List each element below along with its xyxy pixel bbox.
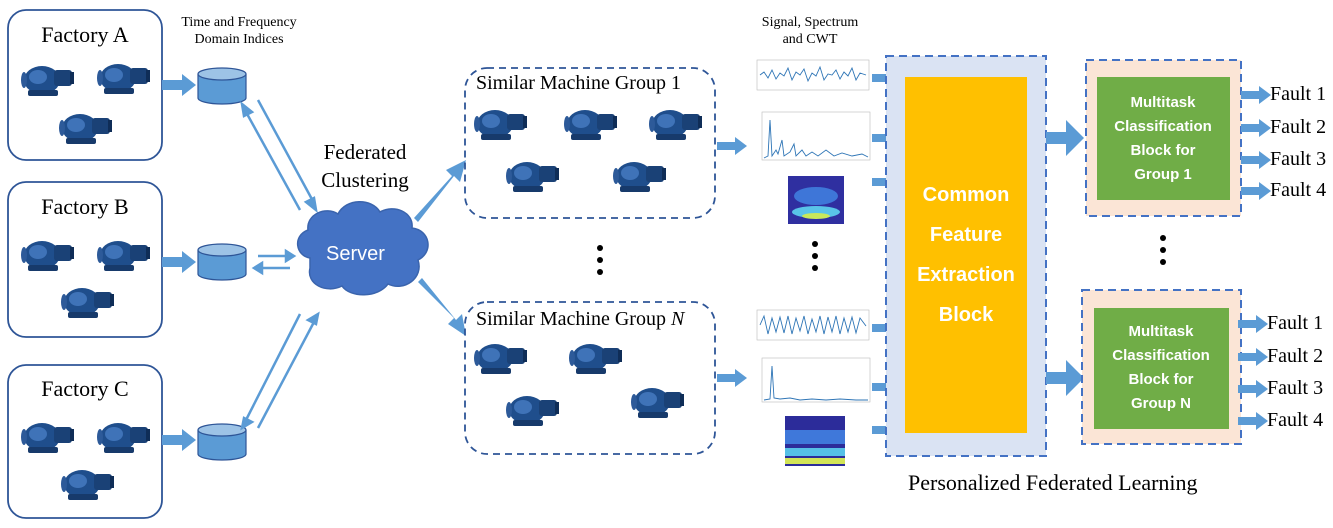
fault-label-n-1: Fault 1	[1267, 312, 1324, 334]
ellipsis-dots	[597, 235, 1166, 275]
factory-b-label: Factory B	[41, 194, 129, 219]
multitask-line: Multitask	[1130, 94, 1196, 111]
factory-a-label: Factory A	[41, 22, 129, 47]
multitask-1-label: Multitask Classification Block for Group…	[1090, 91, 1236, 187]
footer-label: Personalized Federated Learning	[908, 470, 1198, 495]
common-to-multitask-arrow	[1046, 120, 1084, 396]
multitask-n-label: Multitask Classification Block for Group…	[1088, 320, 1234, 416]
common-block-line: Common	[922, 184, 1010, 206]
server-to-group-arrows	[414, 160, 466, 336]
fault-label-1-2: Fault 2	[1270, 116, 1327, 138]
signal-plot-1	[756, 59, 870, 91]
group-1-label: Similar Machine Group 1	[476, 72, 681, 94]
signal-plot-n	[756, 309, 870, 341]
common-block-line: Extraction	[917, 264, 1015, 286]
factory-to-db-arrow	[162, 74, 196, 451]
multitask-line: Block for	[1128, 371, 1194, 388]
pump-icon	[474, 110, 702, 426]
common-feature-extraction-block	[905, 77, 1027, 433]
spectrum-plot-n	[761, 357, 871, 403]
spectrum-plot-1	[761, 111, 871, 161]
factory-c-label: Factory C	[41, 376, 129, 401]
database-icon	[197, 67, 247, 461]
fault-label-1-1: Fault 1	[1270, 83, 1327, 105]
cwt-plot-n	[785, 416, 845, 466]
group-n-label-text: Similar Machine Group	[476, 308, 671, 330]
multitask-block-group-1	[1097, 77, 1230, 200]
indices-caption: Time and Frequency Domain Indices	[164, 14, 314, 48]
indices-caption-line: Time and Frequency	[181, 15, 297, 30]
db-server-exchange-arrows	[240, 99, 320, 431]
cwt-plot-1	[788, 176, 844, 224]
group-1-box	[464, 67, 716, 219]
server-cloud	[297, 201, 429, 296]
multitask-line: Group 1	[1134, 166, 1192, 183]
multitask-line: Group N	[1131, 395, 1191, 412]
signals-caption: Signal, Spectrum and CWT	[740, 14, 880, 48]
federated-clustering-line: Clustering	[321, 168, 409, 192]
indices-caption-line: Domain Indices	[194, 32, 284, 47]
common-block-line: Feature	[929, 224, 1003, 246]
multitask-line: Classification	[1114, 118, 1212, 135]
common-block-line: Block	[938, 304, 994, 326]
group-n-box	[464, 301, 716, 455]
fault-label-n-2: Fault 2	[1267, 345, 1324, 367]
signals-caption-line: Signal, Spectrum	[761, 15, 859, 30]
common-block-label: Common Feature Extraction Block	[896, 175, 1036, 335]
multitask-line: Multitask	[1128, 323, 1194, 340]
group-n-italic: N	[670, 308, 685, 330]
fault-label-n-4: Fault 4	[1267, 409, 1324, 431]
federated-clustering-label: Federated Clustering	[300, 138, 430, 194]
signals-caption-line: and CWT	[782, 32, 838, 47]
multitask-line: Classification	[1112, 347, 1210, 364]
group-to-signal-arrow	[717, 137, 747, 387]
group-n-label: Similar Machine Group N	[476, 308, 684, 331]
server-label: Server	[326, 243, 385, 265]
fault-label-1-3: Fault 3	[1270, 148, 1327, 170]
federated-clustering-line: Federated	[323, 140, 407, 164]
fault-label-1-4: Fault 4	[1270, 179, 1327, 201]
multitask-block-group-n	[1094, 308, 1229, 429]
fault-label-n-3: Fault 3	[1267, 377, 1324, 399]
multitask-line: Block for	[1130, 142, 1196, 159]
